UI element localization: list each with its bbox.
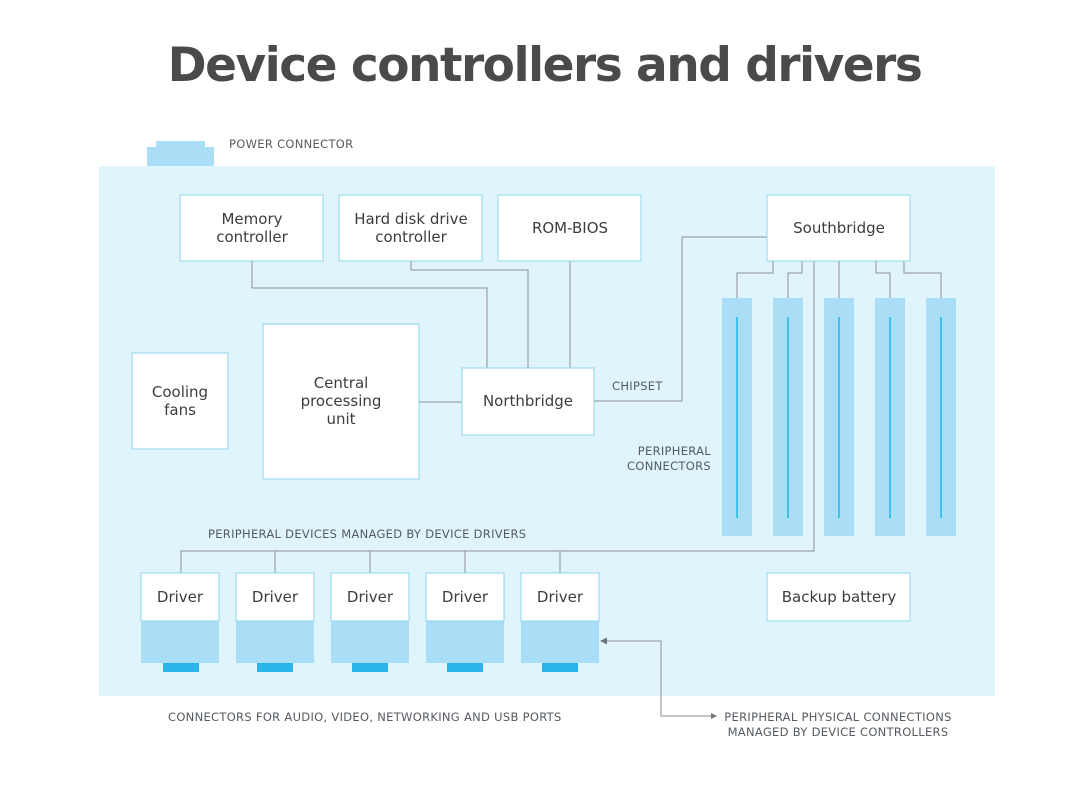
driver-5: Driver	[520, 572, 600, 672]
memory-controller-label-line1: Memory	[221, 210, 282, 228]
driver-1: Driver	[140, 572, 220, 672]
driver-4: Driver	[425, 572, 505, 672]
physical-connections-caption-line2: MANAGED BY DEVICE CONTROLLERS	[728, 725, 949, 739]
hdd-controller-label-line1: Hard disk drive	[354, 210, 468, 228]
driver-label: Driver	[442, 588, 489, 606]
wire-southbridge-slot2	[787, 261, 803, 298]
wire-hdd-northbridge	[410, 261, 529, 368]
peripheral-connector-slots	[722, 298, 956, 536]
cpu-label-line3: unit	[326, 410, 355, 428]
physical-connections-caption-line1: PERIPHERAL PHYSICAL CONNECTIONS	[724, 710, 951, 724]
hdd-controller-box: Hard disk drive controller	[338, 194, 483, 262]
driver-2: Driver	[235, 572, 315, 672]
wire-memory-northbridge	[251, 261, 488, 368]
cpu-label-line1: Central	[314, 374, 369, 392]
cpu-label-line2: processing	[301, 392, 382, 410]
cpu-box: Central processing unit	[262, 323, 420, 480]
peripheral-connectors-caption-line1: PERIPHERAL	[638, 444, 712, 458]
rom-bios-box: ROM-BIOS	[497, 194, 642, 262]
physical-connections-callout	[600, 637, 717, 719]
callout-arrowhead-right	[711, 713, 717, 719]
cooling-fans-label-line2: fans	[164, 401, 196, 419]
power-connector-caption: POWER CONNECTOR	[229, 137, 353, 151]
connection-wires	[180, 236, 942, 573]
wire-southbridge-slot5	[903, 261, 942, 298]
chipset-caption: CHIPSET	[612, 379, 663, 393]
southbridge-box: Southbridge	[766, 194, 911, 262]
driver-label: Driver	[252, 588, 299, 606]
backup-battery-box: Backup battery	[766, 572, 911, 622]
peripheral-devices-caption: PERIPHERAL DEVICES MANAGED BY DEVICE DRI…	[208, 527, 526, 541]
wire-southbridge-drivers	[180, 261, 815, 573]
driver-3: Driver	[330, 572, 410, 672]
memory-controller-box: Memory controller	[179, 194, 324, 262]
peripheral-connectors-caption-line2: CONNECTORS	[627, 459, 711, 473]
diagram-title: Device controllers and drivers	[167, 38, 923, 93]
driver-label: Driver	[537, 588, 584, 606]
northbridge-label: Northbridge	[483, 392, 573, 410]
callout-arrowhead	[600, 637, 607, 645]
cooling-fans-box: Cooling fans	[131, 352, 229, 450]
wire-northbridge-southbridge	[594, 236, 767, 402]
wire-southbridge-slot4	[875, 261, 891, 298]
northbridge-box: Northbridge	[461, 367, 595, 436]
backup-battery-label: Backup battery	[782, 588, 897, 606]
ports-caption: CONNECTORS FOR AUDIO, VIDEO, NETWORKING …	[168, 710, 562, 724]
driver-label: Driver	[157, 588, 204, 606]
memory-controller-label-line2: controller	[216, 228, 288, 246]
driver-label: Driver	[347, 588, 394, 606]
southbridge-label: Southbridge	[793, 219, 885, 237]
wire-southbridge-slot1	[736, 261, 774, 298]
hdd-controller-label-line2: controller	[375, 228, 447, 246]
rom-bios-label: ROM-BIOS	[532, 219, 608, 237]
cooling-fans-label-line1: Cooling	[152, 383, 208, 401]
power-connector-shape	[147, 141, 214, 166]
